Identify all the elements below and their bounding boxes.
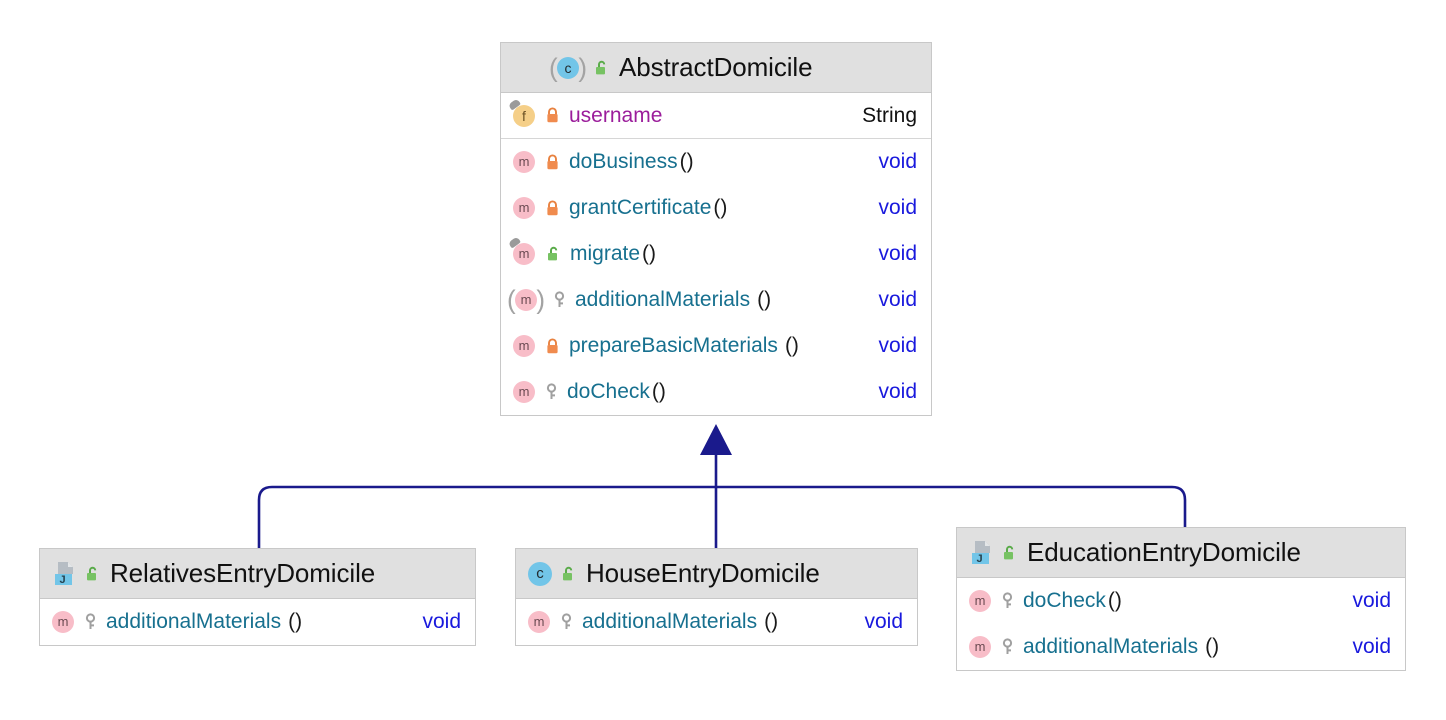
member-type-docheck: void [878, 380, 917, 403]
member-parens-preparebasicmaterials: () [784, 334, 799, 357]
member-name-migrate: migrate [570, 242, 641, 265]
member-name-grantcertificate: grantCertificate [569, 196, 712, 219]
member-parens-dobusiness: () [679, 150, 694, 173]
member-row-docheck[interactable]: m doCheck () void [501, 369, 931, 415]
class-members-education-entry-domicile: m doCheck () void m [957, 578, 1405, 670]
method-icon: m [513, 335, 535, 357]
generalization-arrowhead [700, 424, 732, 455]
member-parens-additionalmaterials: () [1205, 635, 1220, 658]
method-circle-icon: m [515, 289, 537, 311]
lock-orange-icon [545, 107, 560, 124]
java-file-icon: J [969, 540, 993, 566]
class-title-relatives-entry-domicile: RelativesEntryDomicile [110, 558, 376, 588]
member-name-docheck: doCheck [567, 380, 650, 403]
member-parens-additionalmaterials: () [288, 610, 303, 633]
class-box-education-entry-domicile[interactable]: J EducationEntryDomicile m [956, 527, 1406, 671]
key-grey-icon [560, 613, 573, 631]
method-icon: m [513, 381, 535, 403]
member-row-preparebasicmaterials[interactable]: m prepareBasicMaterials () void [501, 323, 931, 369]
member-name-additionalmaterials: additionalMaterials [1023, 635, 1199, 658]
member-parens-additionalmaterials: () [757, 288, 772, 311]
class-members-house-entry-domicile: m additionalMaterials () void [516, 599, 917, 645]
member-type-migrate: void [878, 242, 917, 265]
key-grey-icon [1001, 592, 1014, 610]
member-row-additionalmaterials[interactable]: m additionalMaterials () void [40, 599, 475, 645]
member-parens-additionalmaterials: () [764, 610, 779, 633]
unlocked-green-icon [560, 566, 576, 582]
member-name-dobusiness: doBusiness [569, 150, 678, 173]
lock-orange-icon [545, 337, 560, 355]
member-name-additionalmaterials: additionalMaterials [106, 610, 282, 633]
edge-to-relatives-entry-domicile [257, 485, 718, 550]
member-row-dobusiness[interactable]: m doBusiness () void [501, 139, 931, 185]
key-grey-icon [553, 291, 566, 309]
class-header-house-entry-domicile: c HouseEntryDomicile [516, 549, 917, 599]
class-icon: c [528, 561, 552, 586]
member-parens-docheck: () [1107, 589, 1122, 612]
method-icon: m [528, 611, 550, 633]
member-name-preparebasicmaterials: prepareBasicMaterials [569, 334, 778, 357]
class-members-abstract-domicile: f username String m [501, 93, 931, 415]
class-header-education-entry-domicile: J EducationEntryDomicile [957, 528, 1405, 578]
member-type-docheck: void [1352, 589, 1391, 612]
member-row-docheck[interactable]: m doCheck () void [957, 578, 1405, 624]
lock-orange-icon [545, 199, 560, 217]
member-name-docheck: doCheck [1023, 589, 1106, 612]
member-row-grantcertificate[interactable]: m grantCertificate () void [501, 185, 931, 231]
member-name-additionalmaterials: additionalMaterials [575, 288, 751, 311]
java-file-icon: J [52, 561, 76, 587]
member-type-additionalmaterials: void [878, 288, 917, 311]
key-grey-icon [84, 613, 97, 631]
lock-orange-icon [545, 153, 560, 171]
member-parens-migrate: () [642, 242, 657, 265]
class-header-abstract-domicile: c AbstractDomicile [501, 43, 931, 93]
edge-to-education-entry-domicile [714, 485, 1187, 529]
member-name-username: username [569, 103, 663, 127]
class-box-house-entry-domicile[interactable]: c HouseEntryDomicile m additionalMateria [515, 548, 918, 646]
method-icon: m [513, 197, 535, 219]
member-type-additionalmaterials: void [422, 610, 461, 633]
method-icon: m [52, 611, 74, 633]
method-icon: m [513, 151, 535, 173]
key-grey-icon [1001, 638, 1014, 656]
member-type-dobusiness: void [878, 150, 917, 173]
unlocked-green-icon [593, 60, 609, 76]
member-row-additionalmaterials[interactable]: m additionalMaterials () void [957, 624, 1405, 670]
key-grey-icon [545, 383, 558, 401]
class-title-house-entry-domicile: HouseEntryDomicile [586, 558, 820, 588]
member-parens-docheck: () [651, 380, 666, 403]
member-name-additionalmaterials: additionalMaterials [582, 610, 758, 633]
class-box-abstract-domicile[interactable]: c AbstractDomicile f [500, 42, 932, 416]
class-box-relatives-entry-domicile[interactable]: J RelativesEntryDomicile m [39, 548, 476, 646]
class-circle-icon: c [557, 56, 579, 79]
method-icon: m [969, 590, 991, 612]
abstract-class-icon: c [557, 56, 579, 79]
svg-text:J: J [60, 574, 66, 586]
method-icon: m [969, 636, 991, 658]
member-type-grantcertificate: void [878, 196, 917, 219]
unlocked-green-icon [1001, 545, 1017, 561]
method-icon: m [513, 243, 535, 265]
abstract-method-icon: m [515, 289, 537, 311]
member-type-additionalmaterials: void [864, 610, 903, 633]
member-row-additionalmaterials[interactable]: m additionalMaterials () void [501, 277, 931, 323]
member-row-username[interactable]: f username String [501, 93, 931, 139]
member-parens-grantcertificate: () [713, 196, 728, 219]
member-type-additionalmaterials: void [1352, 635, 1391, 658]
field-icon: f [513, 104, 535, 127]
class-members-relatives-entry-domicile: m additionalMaterials () void [40, 599, 475, 645]
class-title-education-entry-domicile: EducationEntryDomicile [1027, 537, 1301, 567]
svg-text:J: J [977, 553, 983, 565]
unlocked-green-icon [545, 246, 561, 262]
member-row-migrate[interactable]: m migrate () void [501, 231, 931, 277]
member-type-username: String [862, 103, 917, 127]
class-header-relatives-entry-domicile: J RelativesEntryDomicile [40, 549, 475, 599]
member-row-additionalmaterials[interactable]: m additionalMaterials () void [516, 599, 917, 645]
class-title-abstract-domicile: AbstractDomicile [619, 52, 813, 82]
member-type-preparebasicmaterials: void [878, 334, 917, 357]
unlocked-green-icon [84, 566, 100, 582]
